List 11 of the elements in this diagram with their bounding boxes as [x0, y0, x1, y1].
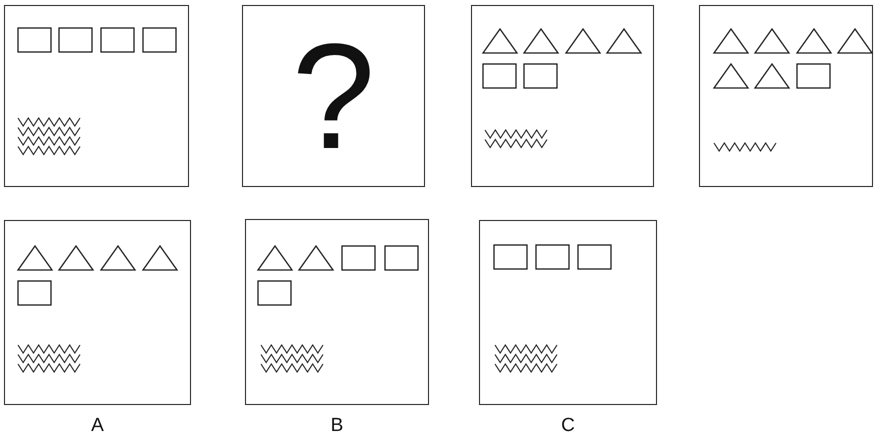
question-mark: ?	[292, 21, 376, 171]
option-label: B	[330, 416, 344, 435]
puzzle-panel	[4, 220, 191, 405]
option-label: A	[91, 416, 104, 435]
puzzle-panel	[242, 5, 425, 187]
puzzle-panel	[479, 220, 657, 405]
puzzle-panel	[4, 5, 189, 187]
puzzle-panel	[471, 5, 654, 187]
puzzle-panel	[245, 219, 429, 405]
option-label: C	[561, 416, 575, 435]
puzzle-panel	[699, 5, 873, 187]
